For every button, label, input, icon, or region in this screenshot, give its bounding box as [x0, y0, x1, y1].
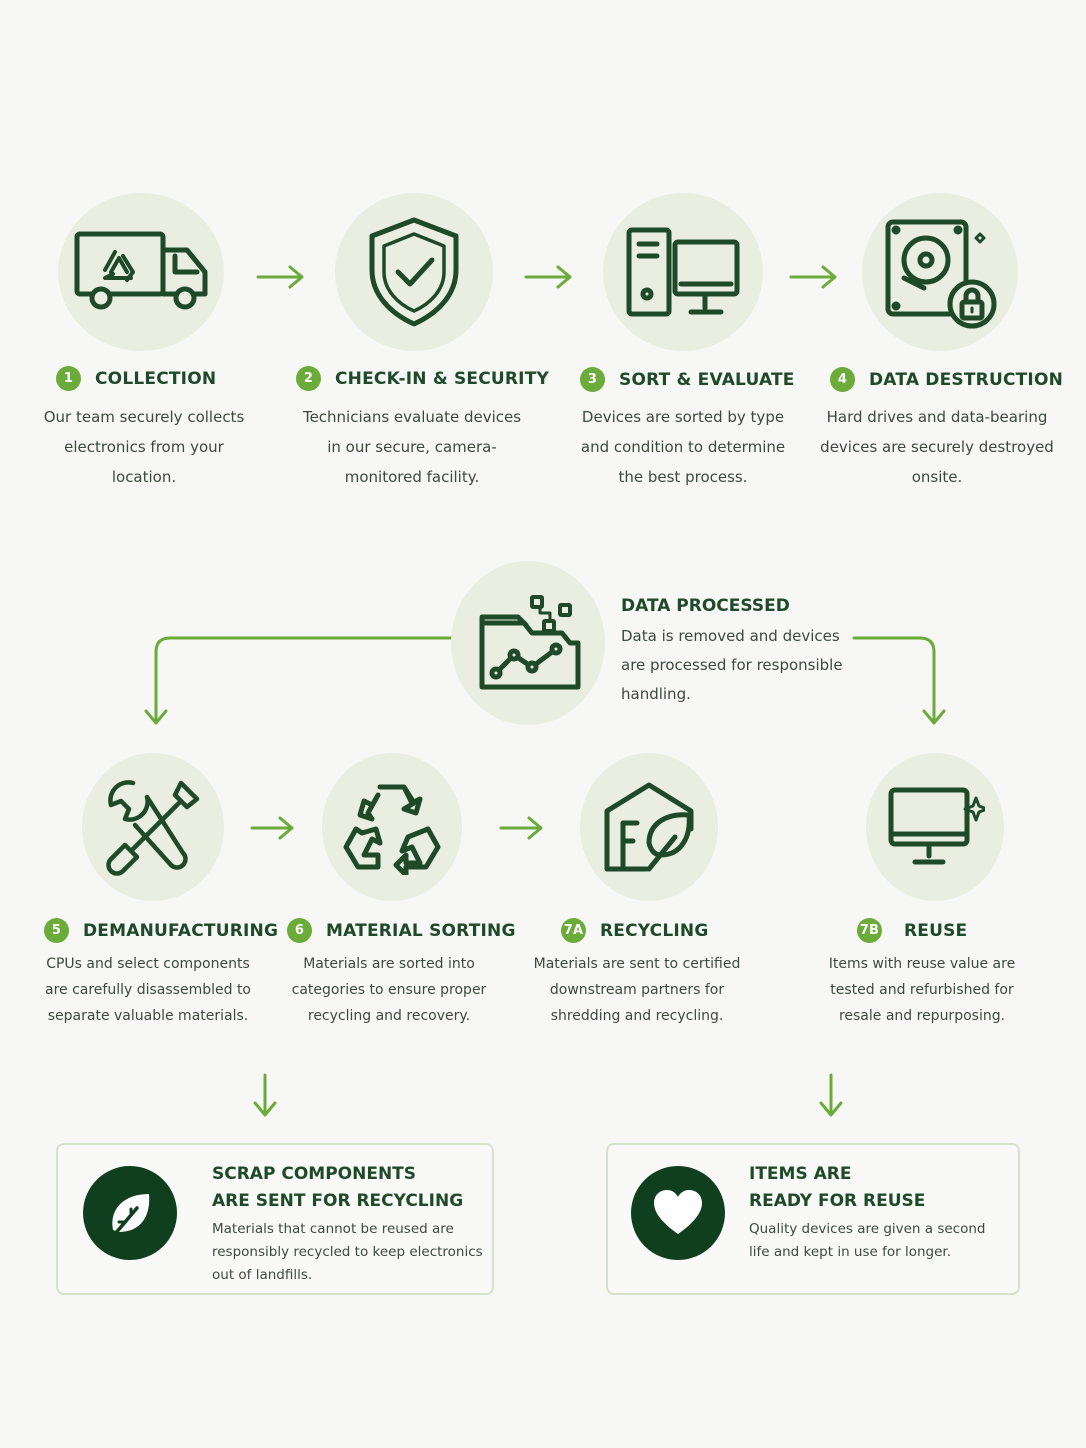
step-3-badge: 3 — [580, 367, 605, 392]
down-arrow-scrap — [252, 1073, 278, 1123]
step-1-badge: 1 — [56, 366, 81, 391]
reuse-outcome-icon-circle — [631, 1166, 725, 1260]
step-4-desc: Hard drives and data-bearing devices are… — [820, 408, 1054, 486]
step-7b-desc: Items with reuse value are tested and re… — [828, 956, 1016, 1024]
scrap-outcome-box: SCRAP COMPONENTS ARE SENT FOR RECYCLING … — [56, 1143, 494, 1295]
demanufacturing-icon-circle — [82, 753, 224, 901]
scrap-outcome-icon-circle — [83, 1166, 177, 1260]
step-6-desc: Materials are sorted into categories to … — [291, 956, 487, 1024]
step-7b-title: 7B REUSE — [857, 918, 967, 943]
step-4-title: 4 DATA DESTRUCTION — [830, 367, 1063, 392]
step-7b-badge: 7B — [857, 918, 882, 943]
truck-recycle-icon — [74, 231, 208, 310]
step-7a-badge: 7A — [561, 918, 586, 943]
step-3-label: SORT & EVALUATE — [619, 369, 795, 390]
scrap-outcome-title-line2: ARE SENT FOR RECYCLING — [212, 1191, 464, 1211]
collection-icon-circle — [58, 193, 224, 351]
step-6-title: 6 MATERIAL SORTING — [287, 918, 516, 943]
step-7a-desc: Materials are sent to certified downstre… — [533, 956, 741, 1024]
data-processed-desc: Data is removed and devices are processe… — [621, 627, 843, 703]
monitor-sparkle-icon — [888, 787, 985, 865]
recycle-icon — [343, 784, 441, 875]
step-2-desc: Technicians evaluate devices in our secu… — [302, 408, 522, 486]
reuse-icon-circle — [866, 753, 1004, 901]
arrow-5-6 — [250, 815, 296, 845]
heart-icon — [654, 1190, 702, 1234]
arrow-2-3 — [524, 264, 574, 294]
step-6-label: MATERIAL SORTING — [326, 920, 516, 941]
step-7a-title: 7A RECYCLING — [561, 918, 709, 943]
folder-chart-icon — [479, 595, 581, 690]
data-processed-title: DATA PROCESSED — [621, 596, 790, 616]
scrap-outcome-title: SCRAP COMPONENTS ARE SENT FOR RECYCLING — [212, 1161, 463, 1215]
material-sorting-icon-circle — [322, 753, 462, 901]
step-1-label: COLLECTION — [95, 368, 217, 389]
arrow-3-4 — [789, 264, 839, 294]
reuse-outcome-desc: Quality devices are given a second life … — [749, 1221, 986, 1260]
sort-icon-circle — [603, 193, 763, 351]
reuse-outcome-title-line2: READY FOR REUSE — [749, 1191, 926, 1211]
step-1-title: 1 COLLECTION — [56, 366, 216, 391]
step-7a-label: RECYCLING — [600, 920, 709, 941]
step-5-desc: CPUs and select components are carefully… — [44, 956, 251, 1024]
step-5-badge: 5 — [44, 918, 69, 943]
step-5-title: 5 DEMANUFACTURING — [44, 918, 278, 943]
building-leaf-icon — [604, 782, 694, 872]
step-2-title: 2 CHECK-IN & SECURITY — [296, 366, 549, 391]
step-2-badge: 2 — [296, 366, 321, 391]
recycling-icon-circle — [580, 753, 718, 901]
step-6-badge: 6 — [287, 918, 312, 943]
leaf-icon — [112, 1194, 150, 1236]
down-arrow-reuse — [818, 1073, 844, 1123]
step-3-desc: Devices are sorted by type and condition… — [580, 408, 786, 486]
wrench-screwdriver-icon — [106, 780, 200, 876]
scrap-outcome-title-line1: SCRAP COMPONENTS — [212, 1164, 417, 1184]
arrow-1-2 — [256, 264, 306, 294]
step-4-badge: 4 — [830, 367, 855, 392]
arrow-6-7a — [499, 815, 545, 845]
step-7b-label: REUSE — [904, 920, 968, 941]
step-3-title: 3 SORT & EVALUATE — [580, 367, 795, 392]
shield-check-icon — [369, 217, 459, 327]
hard-drive-lock-icon — [885, 219, 997, 329]
data-processed-icon-circle — [451, 561, 605, 725]
step-2-label: CHECK-IN & SECURITY — [335, 368, 550, 389]
scrap-outcome-desc: Materials that cannot be reused are resp… — [212, 1221, 483, 1283]
step-4-label: DATA DESTRUCTION — [869, 369, 1064, 390]
reuse-outcome-title: ITEMS ARE READY FOR REUSE — [749, 1161, 925, 1215]
branch-arrow-right — [850, 625, 956, 735]
step-1-desc: Our team securely collects electronics f… — [43, 408, 245, 486]
reuse-outcome-title-line1: ITEMS ARE — [749, 1164, 852, 1184]
computer-tower-monitor-icon — [626, 227, 740, 317]
reuse-outcome-box: ITEMS ARE READY FOR REUSE Quality device… — [606, 1143, 1020, 1295]
data-destruction-icon-circle — [862, 193, 1018, 351]
step-5-label: DEMANUFACTURING — [83, 920, 279, 941]
branch-arrow-left — [140, 625, 456, 735]
check-in-icon-circle — [335, 193, 493, 351]
